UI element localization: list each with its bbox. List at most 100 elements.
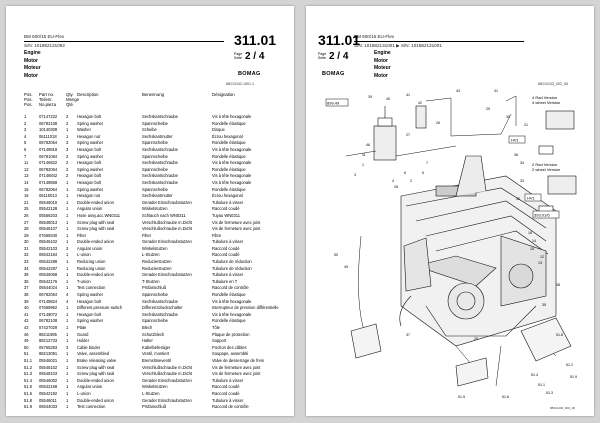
row-part-no: 06111018 <box>39 133 57 139</box>
position-number: 26 <box>436 121 440 125</box>
row-description: Hexagon bolt <box>77 298 102 304</box>
header-qty: Qty. Menge Qté. <box>66 92 80 107</box>
row-benennung: Verschlußschraube m.Dicht <box>142 226 193 232</box>
row-designation: Raccord coudé <box>212 390 240 396</box>
callout-box-2: 393.01/6 <box>534 213 550 218</box>
header-pos: Pos. Pos. Pos. <box>24 92 33 107</box>
position-number: 32 <box>516 197 520 201</box>
row-qty: 1 <box>66 285 69 291</box>
row-qty: 2 <box>66 114 69 119</box>
row-benennung: Winkelstutzen <box>142 206 168 212</box>
row-qty: 1 <box>66 226 69 232</box>
row-designation: Tubulure à visser <box>212 239 244 245</box>
position-number: 16 <box>528 231 532 235</box>
row-designation: Valve de desserrage de frein <box>212 357 265 363</box>
row-qty: 2 <box>66 173 69 179</box>
row-description: Reducing union <box>77 259 106 265</box>
row-pos: 51.8 <box>24 397 32 403</box>
row-benennung: Filter <box>142 232 152 238</box>
row-designation: Vis à tête hexagonale <box>212 311 252 317</box>
row-benennung: Sechskantschraube <box>142 160 178 166</box>
row-part-no: 05542176 <box>39 278 58 284</box>
row-part-no: 06782064 <box>39 186 58 192</box>
position-number: 15 <box>530 247 534 251</box>
row-qty: 1 <box>66 127 69 133</box>
row-part-no: 05542192 <box>39 390 58 396</box>
row-qty: 3 <box>66 344 69 350</box>
row-pos: 42 <box>24 318 29 324</box>
row-benennung: Verschlußschraube m.Dicht <box>142 219 193 225</box>
row-pos: 7 <box>24 153 27 159</box>
row-part-no: 05544024 <box>39 285 58 291</box>
row-qty: 4 <box>66 292 69 298</box>
row-designation: Raccord de contrôle <box>212 285 249 291</box>
position-number: 51.8 <box>556 333 563 337</box>
row-part-no: 06782064 <box>39 140 58 146</box>
bomag-logo: BOMAG <box>322 71 345 77</box>
position-number: 21 <box>524 123 528 127</box>
row-designation: Raccord coudé <box>212 384 240 390</box>
row-qty: 1 <box>66 357 69 363</box>
row-benennung: Sechskantschraube <box>142 173 178 179</box>
position-number: 51.5 <box>458 395 465 399</box>
row-qty: 1 <box>66 193 69 199</box>
row-benennung: Spannscheibe <box>142 318 168 324</box>
row-benennung: Bremslöseventil <box>142 357 171 363</box>
row-pos: 12 <box>24 166 29 172</box>
row-description: T-union <box>77 278 91 284</box>
row-part-no: 05546011 <box>39 397 57 403</box>
callout-hv1-bottom: HV1 <box>527 196 536 201</box>
parts-list-page: BM 600/15 EU-Flex S/N: 101882131092 311.… <box>6 6 294 416</box>
row-benennung: Scheibe <box>142 127 157 133</box>
position-number: 43 <box>456 89 460 93</box>
row-benennung: Spannscheibe <box>142 140 168 146</box>
row-benennung: Schutzblech <box>142 331 165 337</box>
row-pos: 11 <box>24 160 29 166</box>
row-part-no: 05542288 <box>39 259 58 265</box>
row-part-no: 06782064 <box>39 166 58 172</box>
row-description: L-union <box>77 390 91 396</box>
row-pos: 49 <box>24 338 29 344</box>
row-qty: 4 <box>66 298 69 304</box>
title-fr: Moteur <box>374 65 391 71</box>
row-benennung: Spannscheibe <box>142 166 168 172</box>
row-qty: 1 <box>66 364 69 370</box>
position-number: 51.4 <box>531 373 538 377</box>
row-pos: 21 <box>24 199 29 205</box>
position-number: 51.2 <box>566 363 573 367</box>
row-description: Cable binder <box>77 344 101 350</box>
row-pos: 3 <box>24 127 27 133</box>
position-number: 3 <box>354 173 356 177</box>
row-pos: 26 <box>24 212 29 218</box>
row-pos: 28 <box>24 226 29 232</box>
row-qty: 1 <box>66 219 69 225</box>
row-pos: 29 <box>24 232 29 238</box>
row-pos: 51.1 <box>24 357 32 363</box>
row-description: Holder <box>77 338 90 344</box>
row-qty: 3 <box>66 140 69 146</box>
row-qty: 1 <box>66 206 69 212</box>
header-benennung: Benennung <box>142 92 164 97</box>
row-pos: 25 <box>24 206 29 212</box>
row-pos: 30 <box>24 239 29 245</box>
row-benennung: Sechskantmutter <box>142 133 173 139</box>
title-de: Motor <box>374 57 388 64</box>
row-description: Plate <box>77 325 87 330</box>
row-part-no: 05548102 <box>39 364 58 370</box>
row-description: Screw plug with seal <box>77 371 115 377</box>
row-designation: Rondelle élastique <box>212 120 246 126</box>
row-designation: Tubulure à visser <box>212 377 244 383</box>
row-qty: 1 <box>66 179 69 185</box>
row-designation: Vis à tête hexagonale <box>212 179 252 185</box>
row-designation: Support <box>212 338 227 344</box>
row-pos: 51.9 <box>24 404 32 410</box>
row-benennung: Sechskantschraube <box>142 114 178 119</box>
